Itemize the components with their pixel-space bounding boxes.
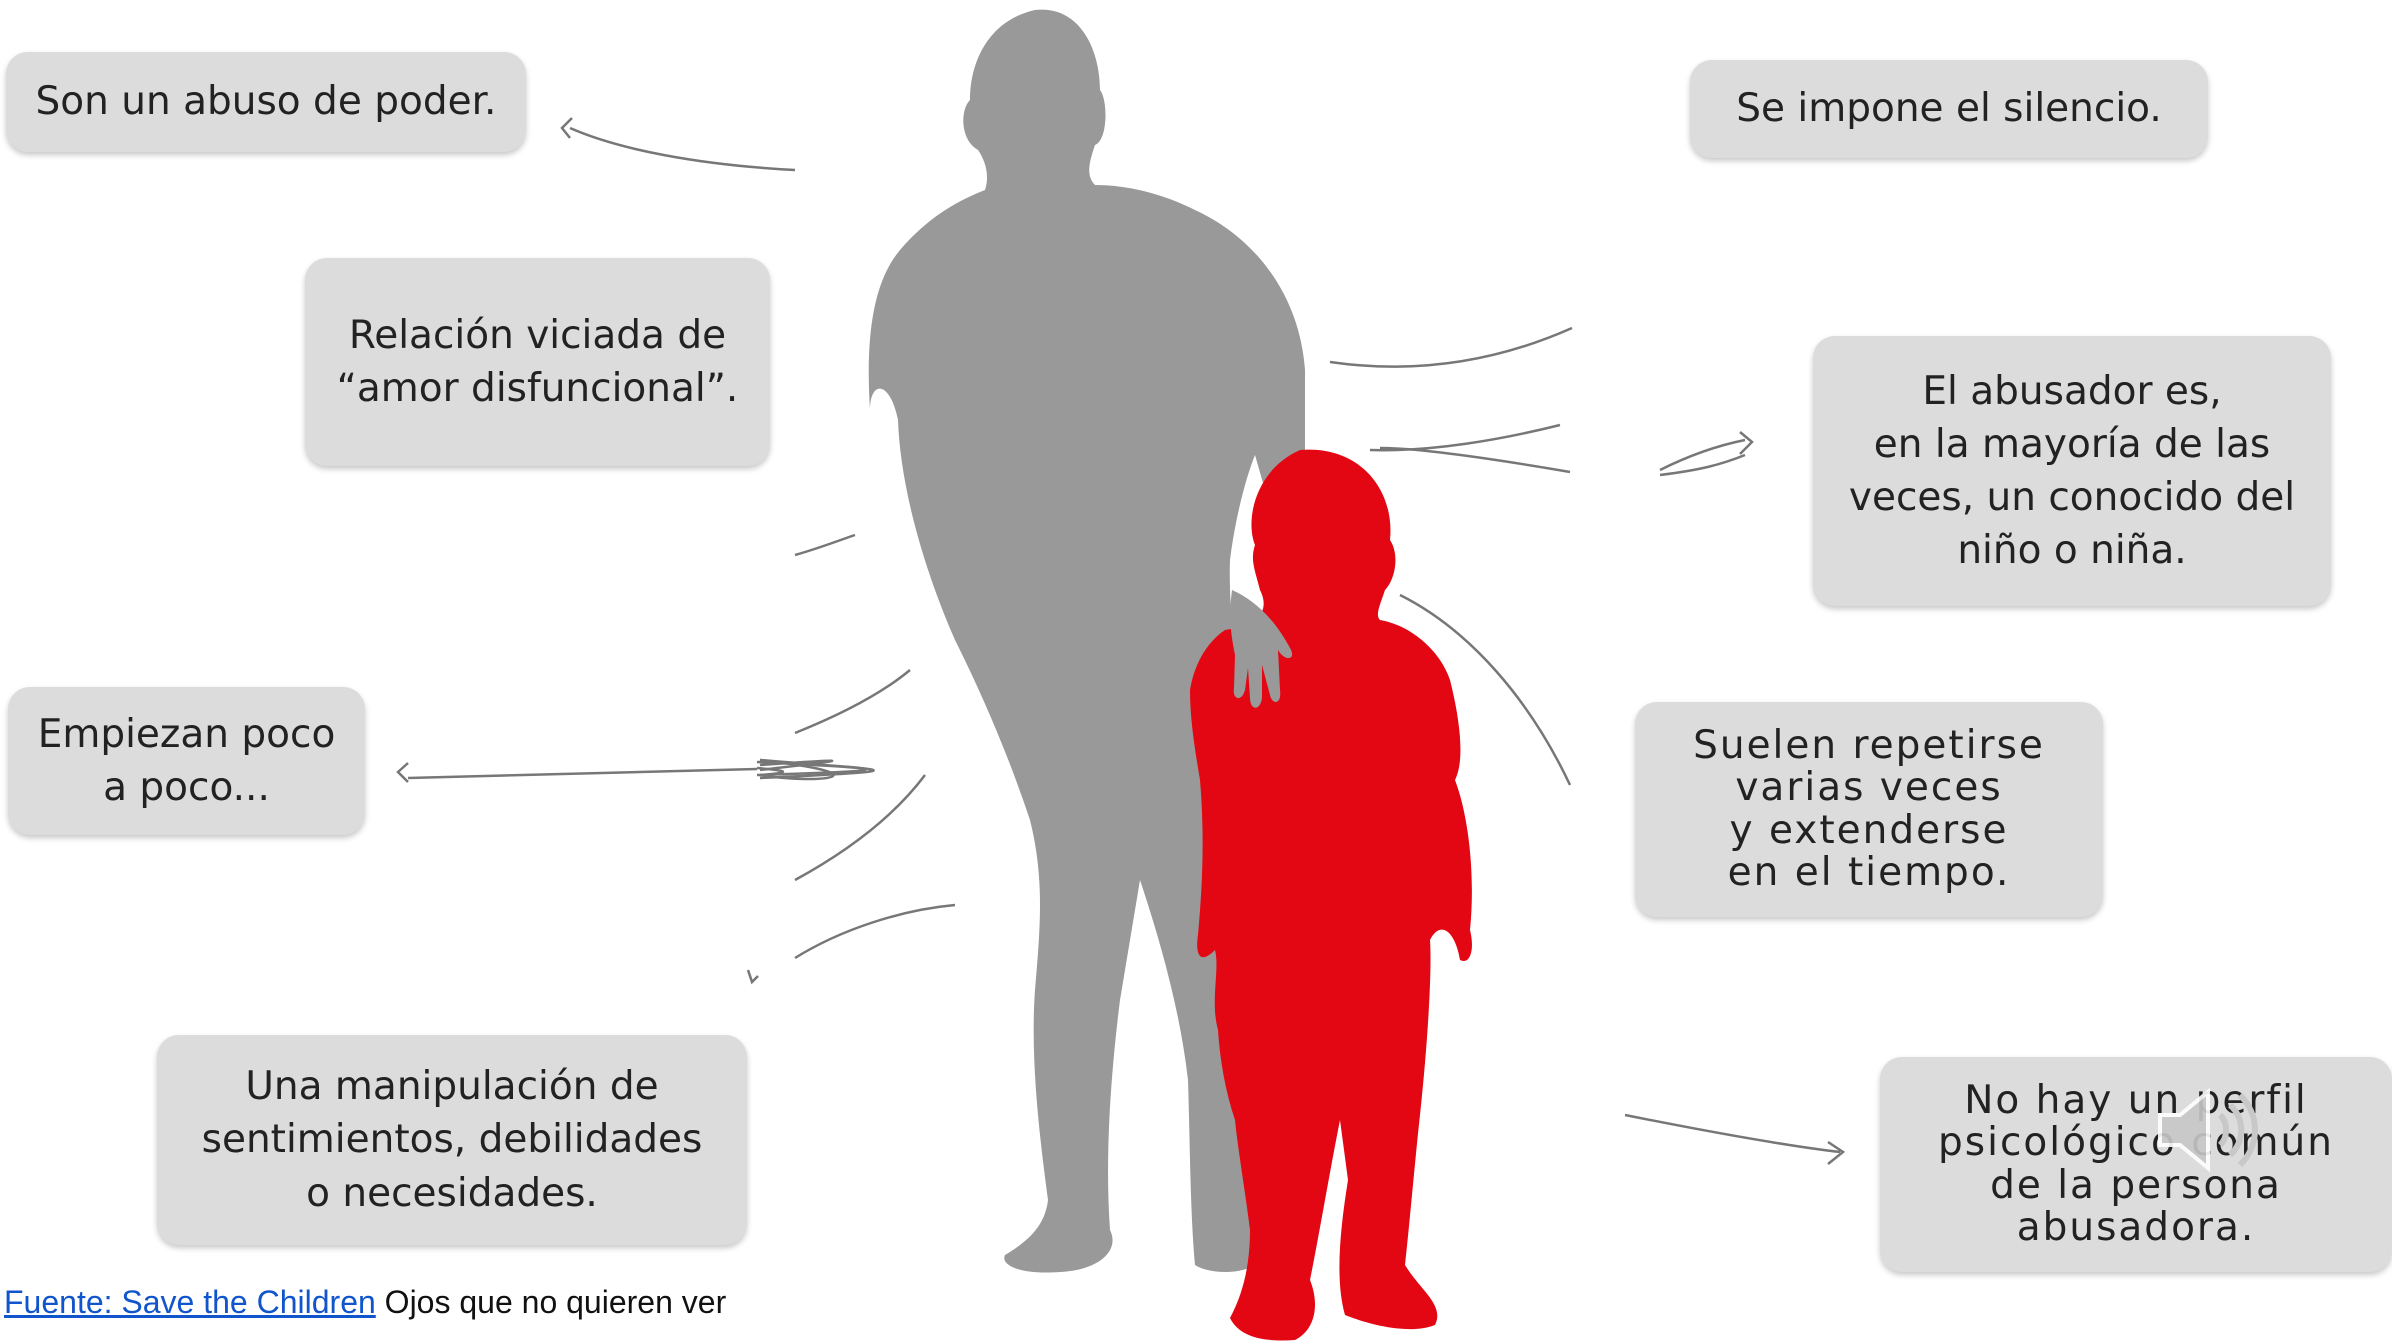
- card-el-abusador: El abusador es, en la mayoría de las vec…: [1813, 336, 2331, 606]
- card-empiezan-poco-a-poco: Empiezan poco a poco...: [8, 687, 365, 835]
- card-se-impone-el-silencio: Se impone el silencio.: [1690, 60, 2208, 158]
- card-abuso-de-poder: Son un abuso de poder.: [6, 52, 526, 152]
- speaker-icon[interactable]: [2150, 1080, 2260, 1184]
- adult-hand: [1230, 590, 1293, 708]
- card-suelen-repetirse: Suelen repetirse varias veces y extender…: [1635, 702, 2103, 917]
- card-relacion-viciada: Relación viciada de “amor disfuncional”.: [305, 258, 770, 466]
- adult-silhouette: [868, 9, 1305, 1273]
- card-manipulacion: Una manipulación de sentimientos, debili…: [157, 1035, 747, 1245]
- card-no-hay-perfil: No hay un perfil psicológico común de la…: [1880, 1057, 2392, 1272]
- source-link[interactable]: Fuente: Save the Children: [4, 1284, 376, 1320]
- source-citation: Fuente: Save the Children Ojos que no qu…: [4, 1284, 726, 1321]
- connector-lines: [396, 117, 1846, 1165]
- source-text: Ojos que no quieren ver: [375, 1284, 727, 1320]
